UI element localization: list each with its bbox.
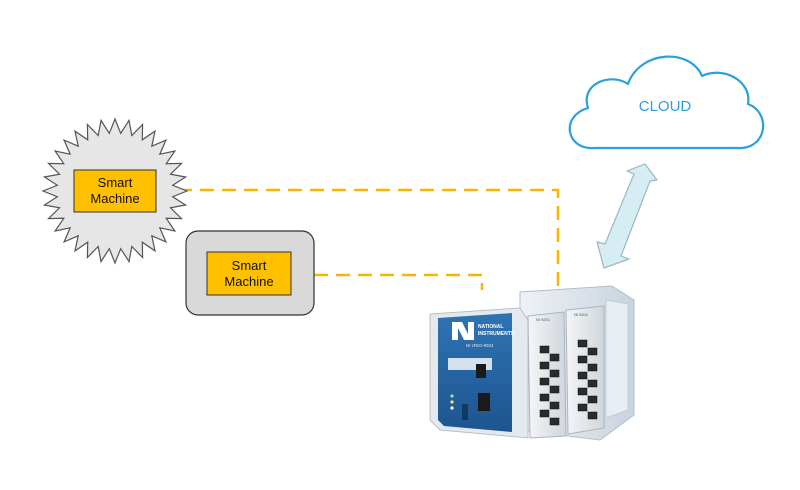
ni-logo-icon bbox=[452, 322, 474, 340]
device-port-lower bbox=[478, 393, 490, 411]
terminal-block-2 bbox=[587, 379, 598, 388]
io-module-2-label: NI 9201 bbox=[574, 312, 589, 317]
device-brand-line2: INSTRUMENTS bbox=[478, 331, 515, 337]
terminal-block-1 bbox=[549, 385, 560, 394]
io-module-2 bbox=[565, 305, 605, 435]
device-led bbox=[450, 400, 454, 404]
terminal-block-1 bbox=[549, 369, 560, 378]
machine-2-label-line2: Machine bbox=[224, 274, 273, 289]
machine-1-label-line2: Machine bbox=[90, 191, 139, 206]
terminal-block-1 bbox=[539, 377, 550, 386]
device-model-label: NI cRIO-9034 bbox=[466, 343, 494, 348]
device-empty-slot bbox=[605, 299, 629, 419]
cloud-node: CLOUD bbox=[568, 55, 765, 150]
device-brand-line1: NATIONAL bbox=[478, 324, 503, 330]
terminal-block-2 bbox=[577, 355, 588, 364]
smart-machine-1: Smart Machine bbox=[41, 117, 189, 265]
device-led bbox=[450, 406, 454, 410]
terminal-block-2 bbox=[577, 387, 588, 396]
device-led bbox=[450, 394, 454, 398]
terminal-block-2 bbox=[587, 363, 598, 372]
terminal-block-1 bbox=[539, 361, 550, 370]
terminal-block-1 bbox=[549, 401, 560, 410]
terminal-block-2 bbox=[587, 411, 598, 420]
terminal-block-2 bbox=[577, 371, 588, 380]
terminal-block-2 bbox=[587, 347, 598, 356]
device-port-upper bbox=[476, 364, 486, 378]
terminal-block-2 bbox=[577, 403, 588, 412]
bidirectional-arrow-icon bbox=[596, 163, 658, 269]
compactrio-controller: NATIONAL INSTRUMENTS NI cRIO-9034 NI 920… bbox=[429, 285, 635, 441]
device-sd-slot bbox=[462, 404, 468, 420]
machine-2-label-line1: Smart bbox=[232, 258, 267, 273]
terminal-block-1 bbox=[539, 409, 550, 418]
io-module-1 bbox=[527, 311, 567, 439]
terminal-block-2 bbox=[587, 395, 598, 404]
terminal-block-1 bbox=[549, 353, 560, 362]
link-machine-1-to-device bbox=[178, 188, 560, 290]
terminal-block-1 bbox=[539, 393, 550, 402]
cloud-label: CLOUD bbox=[639, 98, 692, 115]
io-module-1-label: NI 9201 bbox=[536, 317, 551, 322]
cloud-shape bbox=[568, 55, 765, 150]
machine-2-label-box bbox=[206, 251, 292, 296]
terminal-block-2 bbox=[577, 339, 588, 348]
terminal-block-1 bbox=[539, 345, 550, 354]
smart-machine-2: Smart Machine bbox=[185, 230, 315, 316]
machine-1-label-box bbox=[73, 169, 157, 213]
terminal-block-1 bbox=[549, 417, 560, 426]
device-front-panel bbox=[438, 313, 512, 432]
link-machine-2-to-device bbox=[314, 273, 484, 290]
machine-1-label-line1: Smart bbox=[98, 175, 133, 190]
